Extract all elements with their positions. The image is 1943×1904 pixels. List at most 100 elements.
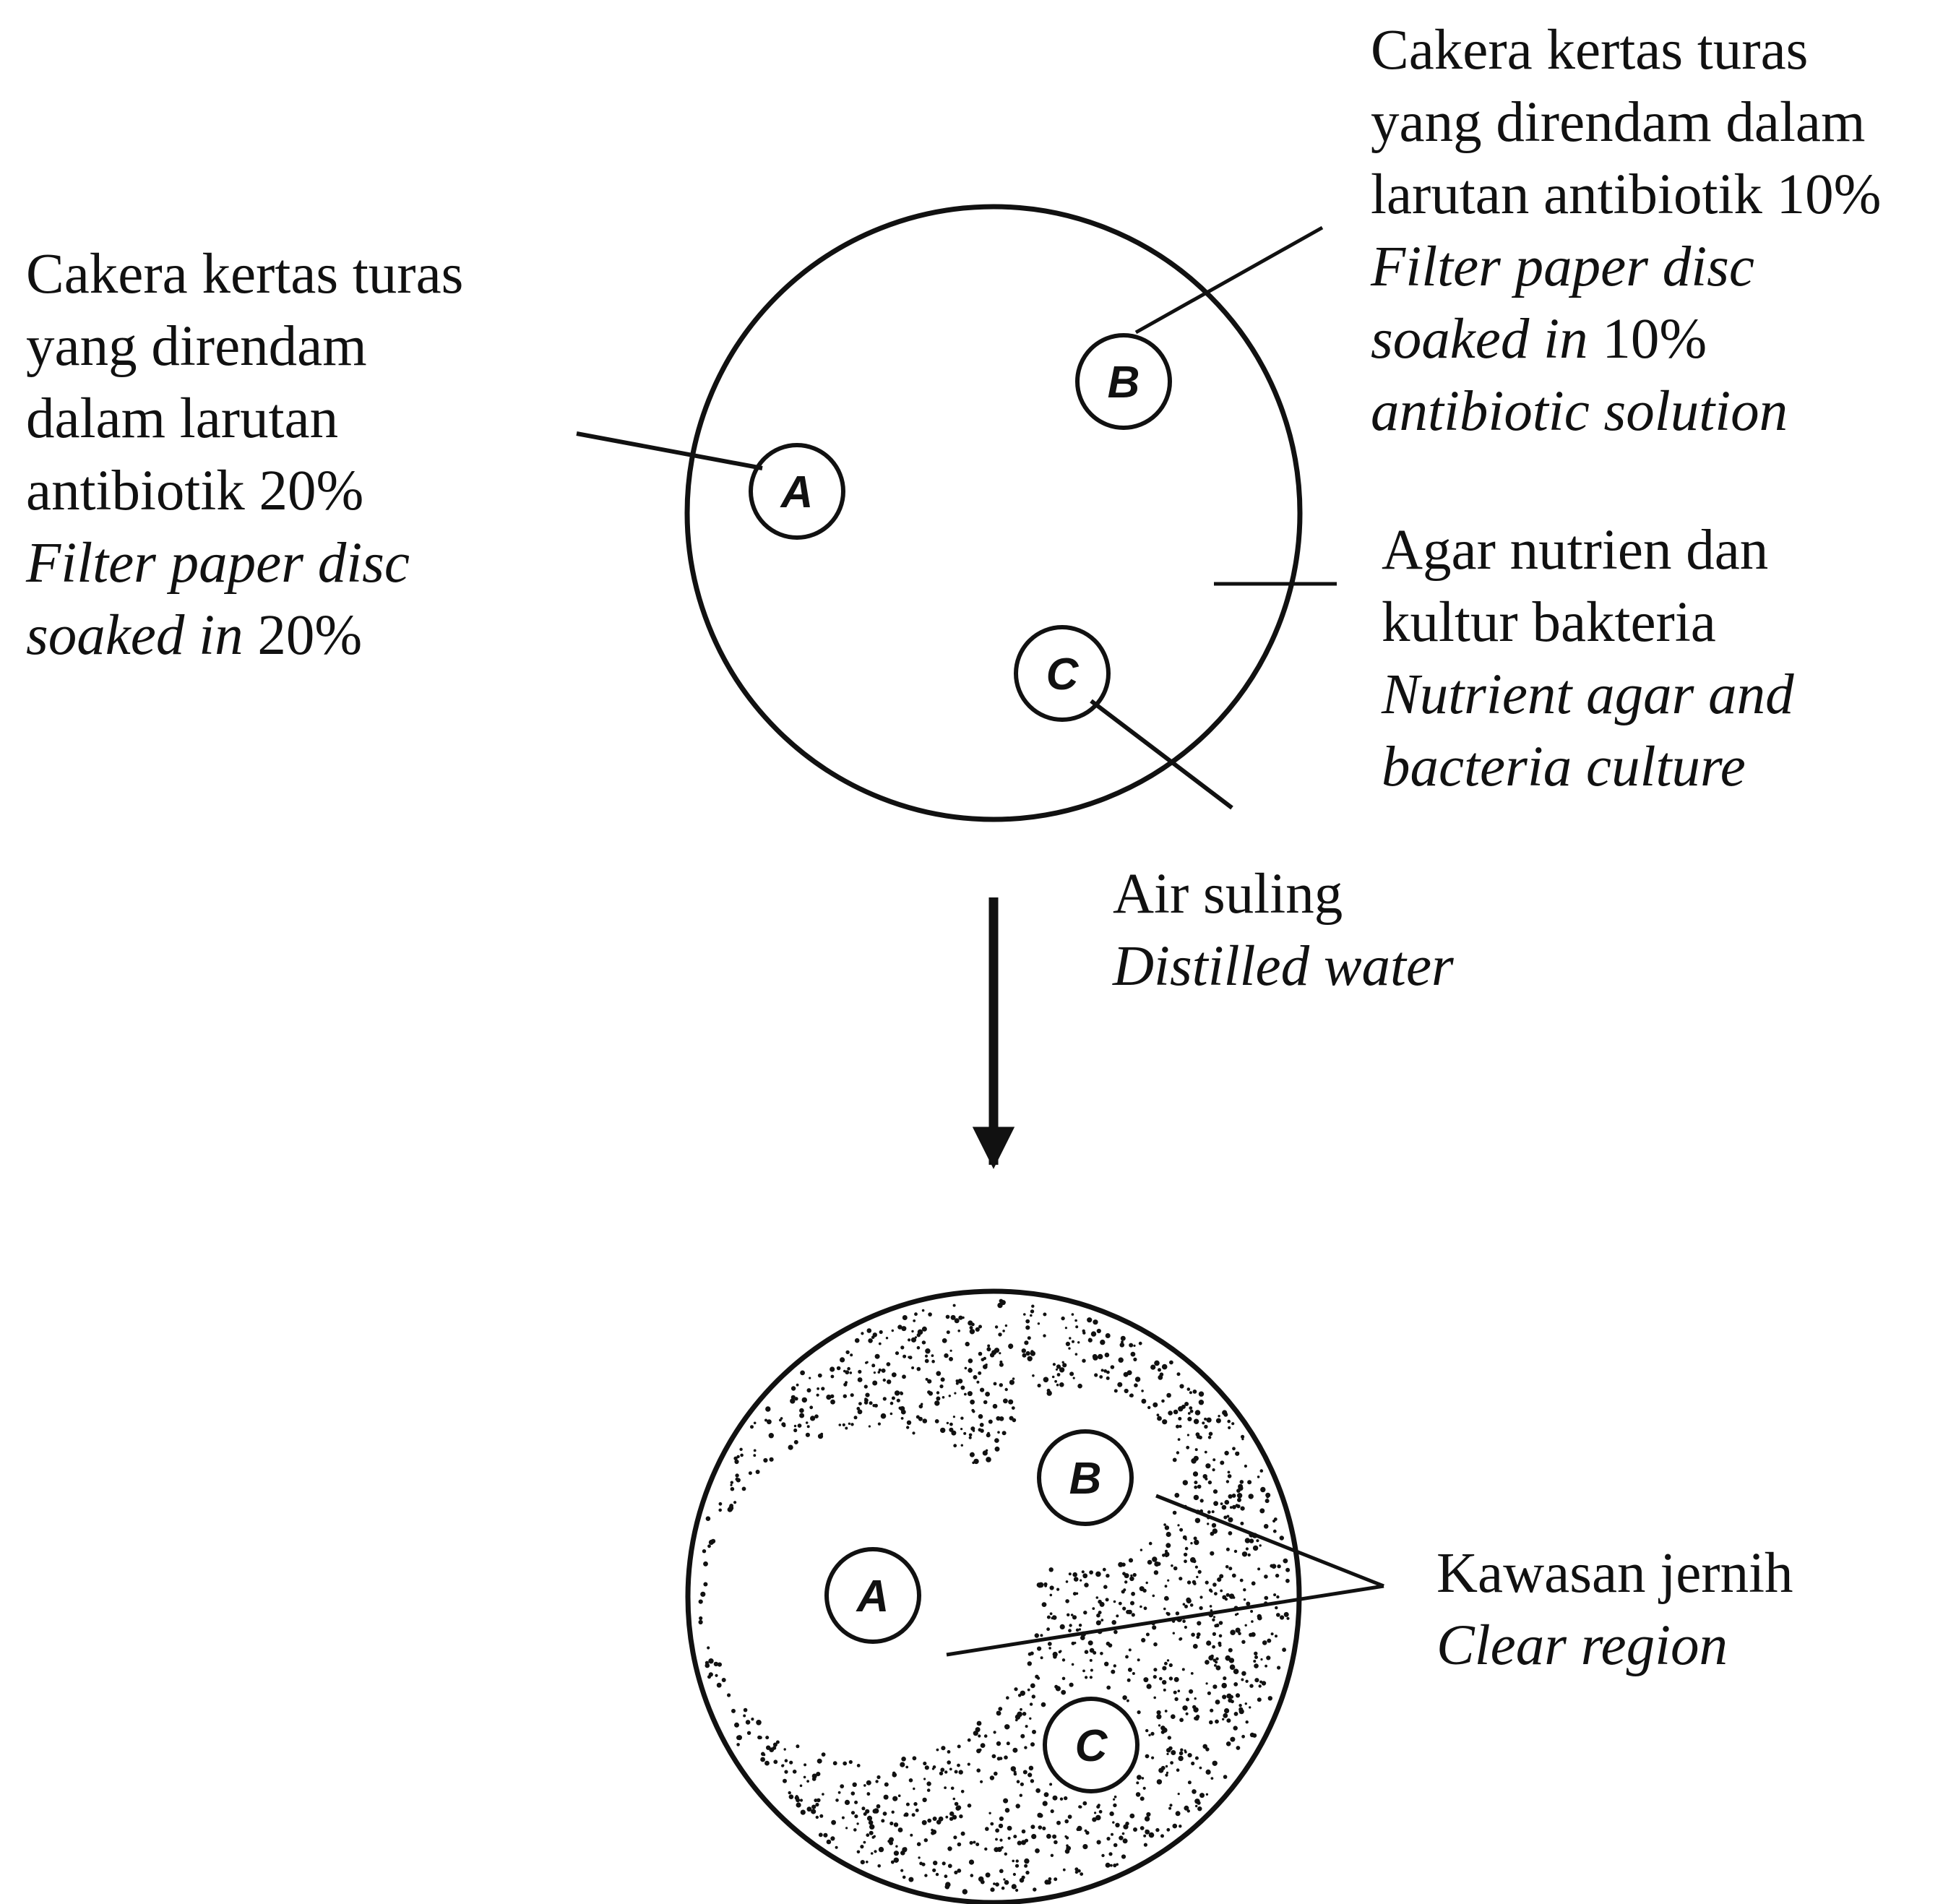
bacteria-dot (1192, 1644, 1198, 1649)
bacteria-dot (905, 1765, 909, 1769)
bacteria-dot (1133, 1344, 1136, 1347)
bacteria-dot (1077, 1341, 1080, 1344)
bacteria-dot (911, 1813, 916, 1817)
bacteria-dot (790, 1386, 796, 1391)
bacteria-dot (1113, 1803, 1117, 1808)
bacteria-dot (995, 1828, 999, 1833)
bacteria-dot (1012, 1747, 1018, 1753)
bacteria-dot (730, 1483, 733, 1486)
bacteria-dot (1272, 1529, 1277, 1533)
petri-dish-after: A B C (685, 1288, 1384, 1904)
bacteria-dot (1113, 1600, 1116, 1603)
bacteria-dot (831, 1819, 836, 1825)
bacteria-dot (1101, 1853, 1105, 1858)
bacteria-dot (891, 1396, 895, 1400)
bacteria-dot (916, 1333, 921, 1337)
bacteria-dot (1166, 1597, 1169, 1601)
bacteria-dot (1202, 1744, 1207, 1749)
bacteria-dot (856, 1822, 859, 1825)
bacteria-dot (1129, 1343, 1134, 1348)
bacteria-dot (876, 1775, 881, 1780)
bacteria-dot (1267, 1696, 1273, 1701)
bacteria-dot (932, 1817, 937, 1821)
bacteria-dot (987, 1431, 990, 1435)
bacteria-dot (1222, 1595, 1227, 1600)
bacteria-dot (1204, 1450, 1207, 1454)
bacteria-dot (986, 1457, 991, 1463)
bacteria-dot (1075, 1628, 1080, 1632)
bacteria-dot (1275, 1634, 1278, 1638)
bacteria-dot (1046, 1627, 1050, 1632)
bacteria-dot (1181, 1668, 1185, 1671)
bacteria-dot (1059, 1382, 1064, 1387)
bacteria-dot (957, 1842, 962, 1847)
bacteria-dot (1226, 1515, 1230, 1518)
bacteria-dot (1093, 1319, 1098, 1325)
bacteria-dot (1139, 1548, 1143, 1551)
bacteria-dot (1199, 1766, 1202, 1770)
bacteria-dot (1177, 1793, 1180, 1796)
disc-b-before (1075, 333, 1172, 430)
bacteria-dot (913, 1787, 916, 1791)
bacteria-dot (897, 1794, 901, 1797)
bacteria-dot (1004, 1387, 1008, 1392)
bacteria-dot (1016, 1780, 1020, 1783)
bacteria-dot (868, 1425, 871, 1428)
bacteria-dot (1121, 1854, 1126, 1859)
bacteria-dot (942, 1396, 945, 1399)
bacteria-dot (1059, 1624, 1065, 1629)
bacteria-dot (1231, 1494, 1236, 1498)
bacteria-dot (1070, 1614, 1074, 1616)
bacteria-dot (1132, 1572, 1137, 1577)
bacteria-dot (1006, 1696, 1009, 1700)
bacteria-dot (793, 1428, 798, 1433)
bacteria-dot (1225, 1655, 1231, 1661)
bacteria-dot (1077, 1383, 1082, 1389)
bacteria-dot (957, 1379, 963, 1384)
bacteria-dot (1003, 1398, 1008, 1404)
bacteria-dot (928, 1391, 933, 1396)
bacteria-dot (1215, 1418, 1221, 1423)
bacteria-dot (1285, 1578, 1290, 1583)
bacteria-dot (844, 1799, 850, 1805)
bacteria-dot (1285, 1567, 1291, 1572)
bacteria-dot (1095, 1596, 1099, 1599)
bacteria-dot (954, 1392, 957, 1395)
bacteria-dot (756, 1720, 762, 1726)
bacteria-dot (878, 1368, 882, 1372)
bacteria-dot (1134, 1377, 1141, 1382)
bacteria-dot (1074, 1867, 1079, 1871)
bacteria-dot (1100, 1339, 1106, 1345)
bacteria-dot (1071, 1313, 1074, 1316)
bacteria-dot (1148, 1541, 1153, 1546)
label-agar: Agar nutrien dan kultur bakteria Nutrien… (1382, 514, 1794, 804)
bacteria-dot (1089, 1676, 1093, 1679)
disc-c-after (1043, 1697, 1139, 1793)
bacteria-dot (1256, 1539, 1259, 1543)
bacteria-dot (797, 1423, 802, 1428)
bacteria-dot (1165, 1773, 1168, 1777)
bacteria-dot (1094, 1812, 1097, 1814)
bacteria-dot (1048, 1877, 1052, 1881)
bacteria-dot (1235, 1504, 1238, 1507)
label-disc-b-en-2-plain: 10% (1587, 308, 1707, 371)
bacteria-dot (883, 1794, 889, 1800)
bacteria-dot (1158, 1368, 1161, 1372)
label-clear-region-ms: Kawasan jernih (1436, 1542, 1793, 1605)
bacteria-dot (1129, 1394, 1132, 1397)
bacteria-dot (1123, 1824, 1129, 1830)
bacteria-dot (1207, 1480, 1212, 1485)
bacteria-dot (861, 1806, 866, 1811)
bacteria-dot (1267, 1638, 1272, 1643)
bacteria-dot (733, 1456, 738, 1461)
bacteria-dot (866, 1833, 870, 1838)
bacteria-dot (1192, 1559, 1197, 1564)
bacteria-dot (1187, 1412, 1191, 1415)
bacteria-dot (1179, 1424, 1182, 1429)
bacteria-dot (882, 1378, 887, 1382)
bacteria-dot (1207, 1522, 1210, 1525)
bacteria-dot (1054, 1379, 1057, 1383)
bacteria-dot (921, 1309, 925, 1312)
bacteria-dot (852, 1782, 857, 1787)
bacteria-dot (817, 1373, 822, 1378)
